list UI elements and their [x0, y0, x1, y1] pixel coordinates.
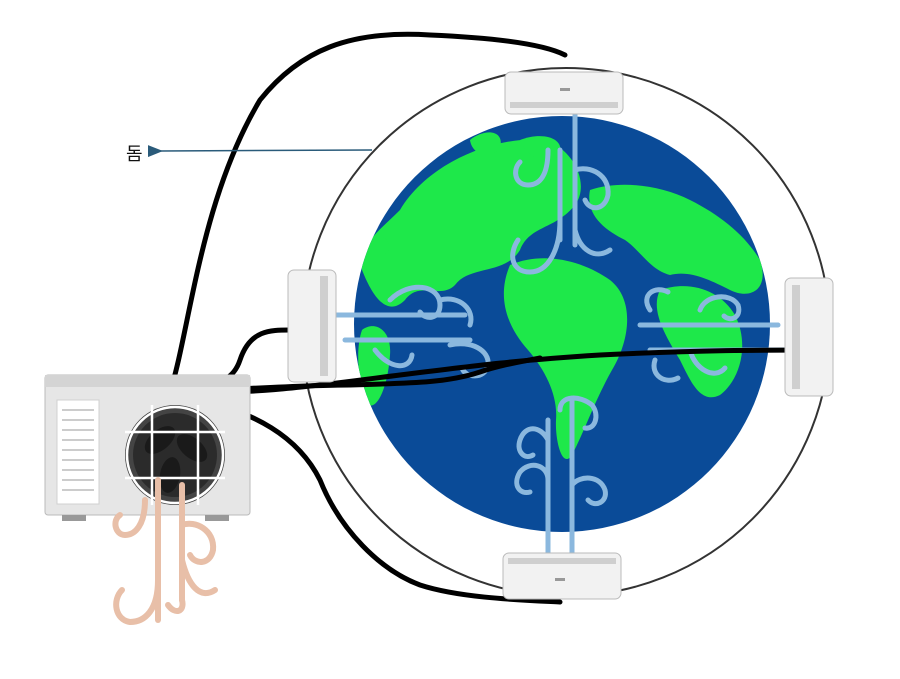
- warm-airflow: [112, 477, 218, 626]
- cool-airflow: [317, 107, 793, 563]
- indoor-unit-right: [784, 277, 834, 397]
- outdoor-unit: [44, 374, 251, 521]
- dome-label: 돔: [126, 144, 143, 165]
- dome-pointer-arrow: [147, 145, 373, 158]
- indoor-unit-bottom: [502, 552, 622, 600]
- indoor-unit-left: [287, 269, 337, 383]
- indoor-unit-top: [504, 71, 624, 115]
